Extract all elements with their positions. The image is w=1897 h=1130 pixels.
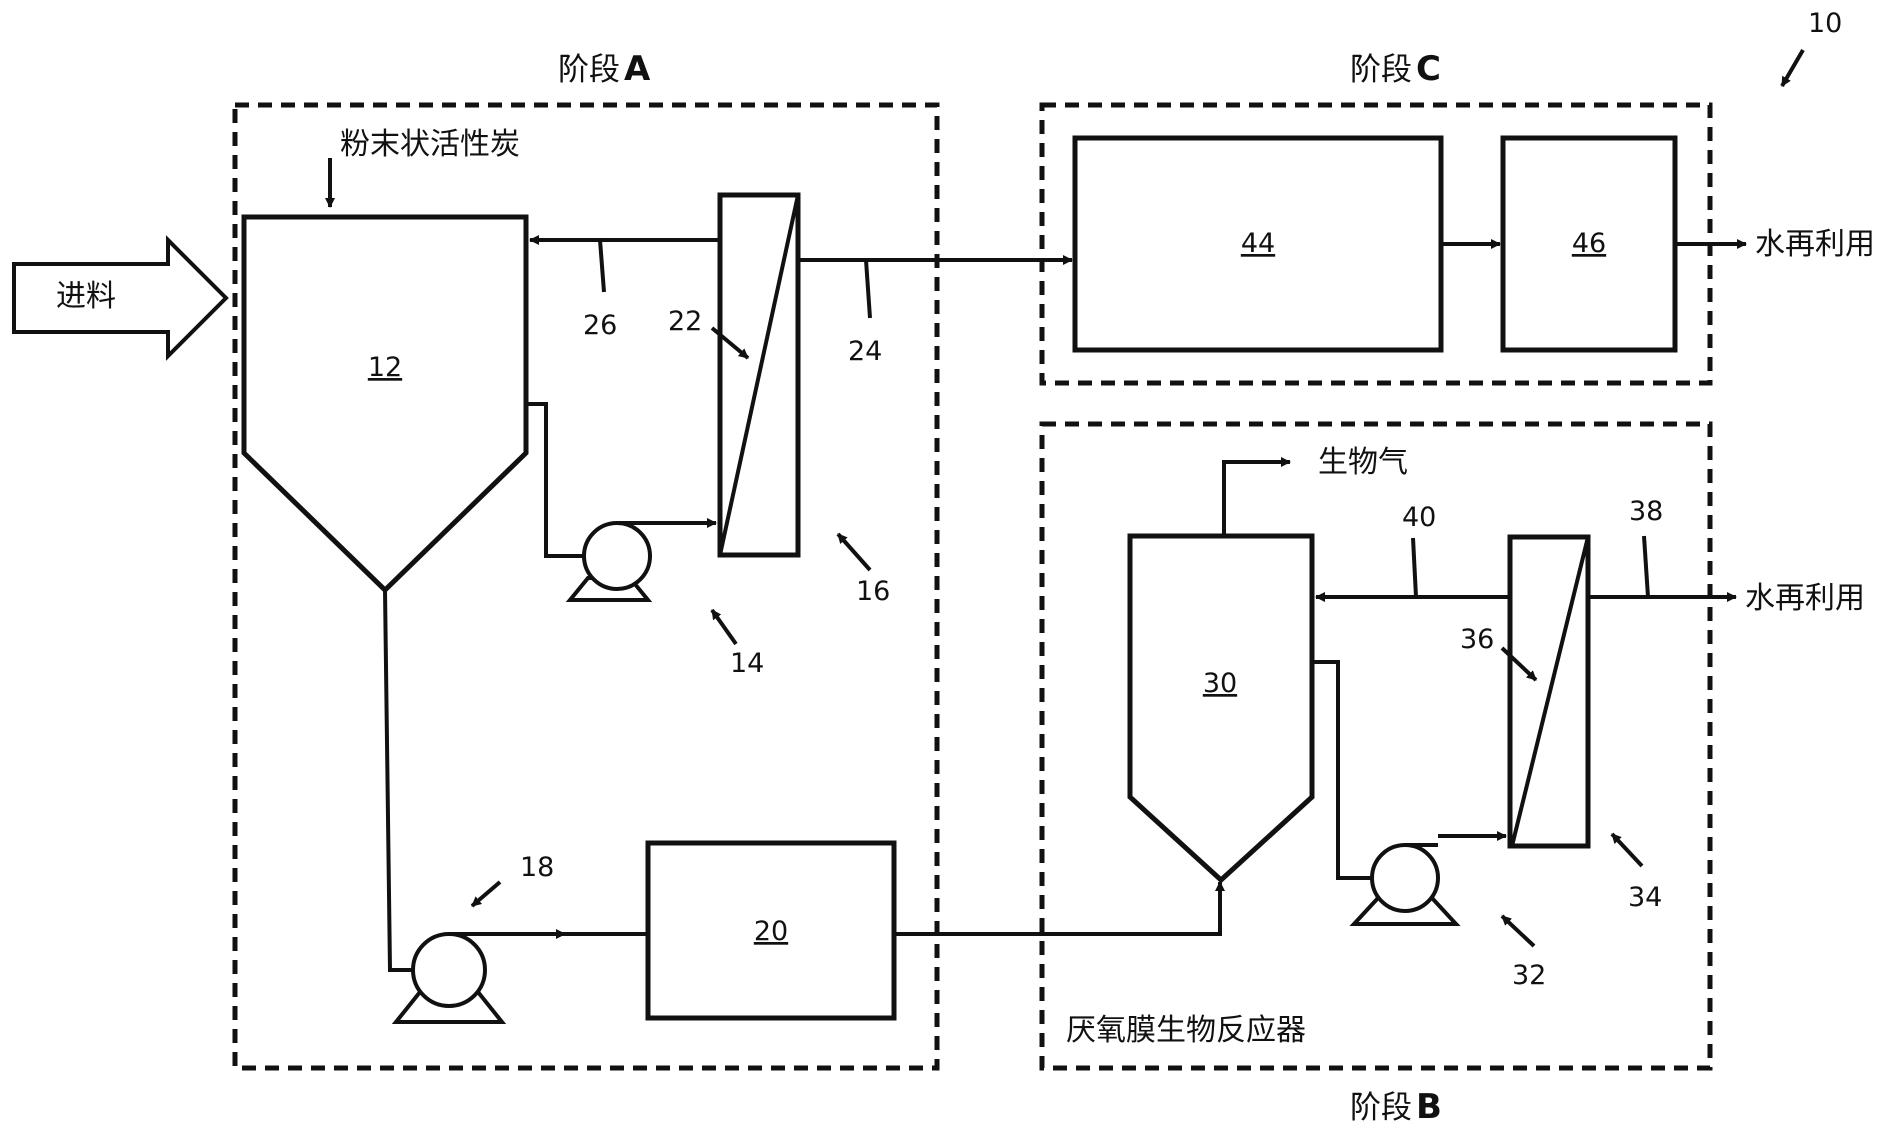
line-box20-to-tank30 <box>894 882 1222 936</box>
recycle-line-26-tick <box>598 239 606 293</box>
permeate-line-38-number: 38 <box>1629 496 1663 527</box>
box-46 <box>1500 135 1678 353</box>
stage-a-boundary <box>232 102 940 1071</box>
box-44 <box>1072 135 1444 353</box>
line-tank30-to-pump32 <box>1312 660 1378 880</box>
permeate-line-24-tick <box>864 259 872 319</box>
water-reuse-b-label: 水再利用 <box>1745 581 1865 616</box>
biogas-line <box>1222 457 1291 536</box>
feed-arrow <box>12 235 229 361</box>
membrane-34-number: 34 <box>1628 882 1662 913</box>
recycle-line-26-number: 26 <box>583 310 617 341</box>
permeate-line-24-number: 24 <box>848 336 882 367</box>
membrane-34-diagonal <box>1510 536 1590 847</box>
pump-18-pointer <box>470 880 502 908</box>
biogas-label: 生物气 <box>1318 445 1408 480</box>
reactor-caption: 厌氧膜生物反应器 <box>1066 1013 1306 1048</box>
pump-32-number: 32 <box>1512 960 1546 991</box>
pump-18-number: 18 <box>520 852 554 883</box>
box-20-label: 20 <box>754 916 788 947</box>
tank-12 <box>241 214 529 594</box>
tank-30-label: 30 <box>1203 668 1237 699</box>
membrane-22-number: 22 <box>668 306 702 337</box>
tank-12-label: 12 <box>368 352 402 383</box>
pump-32-pointer <box>1500 914 1536 948</box>
membrane-36-pointer <box>1500 646 1538 682</box>
line-tank12-to-pump14 <box>526 402 590 558</box>
membrane-36-number: 36 <box>1460 624 1494 655</box>
pump-18 <box>391 932 507 1024</box>
feed-label: 进料 <box>56 279 116 314</box>
pump-32 <box>1349 843 1461 926</box>
membrane-34-pointer <box>1610 832 1644 868</box>
box-44-label: 44 <box>1241 228 1275 259</box>
stage-b-boundary <box>1039 421 1713 1071</box>
membrane-16-diagonal <box>718 194 800 556</box>
recycle-line-40-tick <box>1411 537 1418 598</box>
pump-14 <box>565 521 653 602</box>
pump-14-pointer <box>710 608 738 646</box>
membrane-16-pointer <box>836 532 872 572</box>
line-tank12-to-pump18 <box>383 589 420 972</box>
tank-30 <box>1127 533 1315 884</box>
membrane-16-number: 16 <box>856 576 890 607</box>
water-reuse-c-label: 水再利用 <box>1755 227 1875 262</box>
pump-14-number: 14 <box>730 648 764 679</box>
figure-number-arrow <box>1780 48 1805 88</box>
figure-number: 10 <box>1808 8 1842 39</box>
box-46-label: 46 <box>1572 228 1606 259</box>
permeate-line-38-tick <box>1642 535 1650 598</box>
box-20 <box>645 840 897 1021</box>
recycle-line-40-number: 40 <box>1402 502 1436 533</box>
membrane-22-pointer <box>710 326 750 360</box>
pac-label: 粉末状活性炭 <box>340 127 520 162</box>
